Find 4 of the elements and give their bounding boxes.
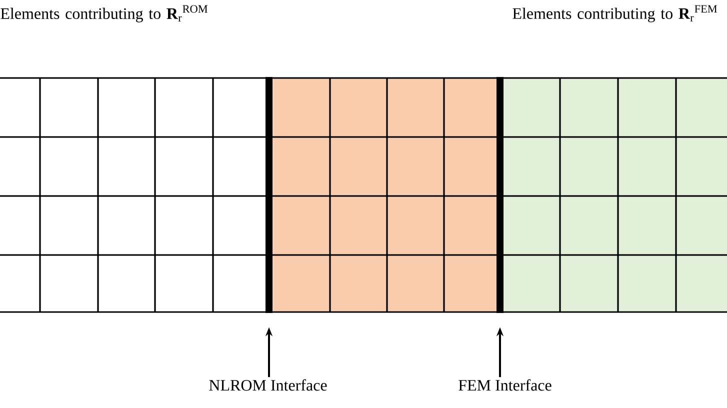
interface-label: NLROM Interface <box>209 379 327 391</box>
heading-text: Elements contributing to R$_{r}$FEM <box>512 5 718 22</box>
heading-text: Elements contributing to R$_{r}$ROM <box>0 5 208 22</box>
interface-label: FEM Interface <box>458 379 552 391</box>
